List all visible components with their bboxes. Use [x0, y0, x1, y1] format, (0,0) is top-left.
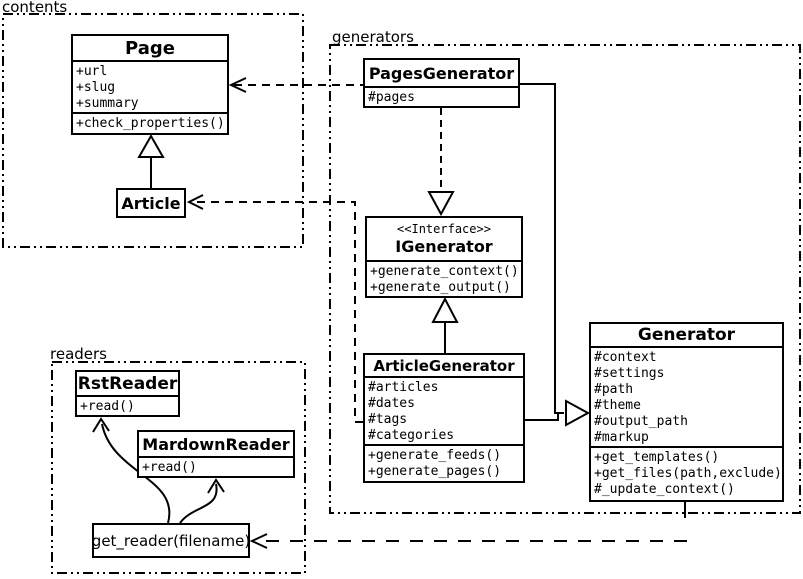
- class-method: +check_properties(): [76, 116, 225, 131]
- readers-package-border: [51, 361, 306, 574]
- class-method: +get_files(path,exclude): [594, 466, 782, 481]
- class-method: +generate_output(): [370, 280, 511, 295]
- class-attribute: +slug: [76, 80, 116, 95]
- class-pagesgenerator-attributes: #pages: [365, 86, 518, 106]
- class-igenerator-stereotype: <<Interface>>: [397, 222, 491, 236]
- class-rstreader-title: RstReader: [77, 373, 178, 394]
- class-method: #_update_context(): [594, 482, 735, 497]
- class-generator-methods: +get_templates() +get_files(path,exclude…: [591, 446, 782, 500]
- articlegenerator-article-dependency-arrowhead: [186, 194, 204, 210]
- class-method: +generate_pages(): [368, 464, 502, 479]
- class-article-title: Article: [121, 193, 181, 213]
- class-pagesgenerator: PagesGenerator #pages: [363, 58, 520, 108]
- class-rstreader: RstReader +read(): [75, 370, 180, 417]
- class-generator-attributes: #context #settings #path #theme #output_…: [591, 346, 782, 446]
- getreader-rstreader-arrowhead: [92, 417, 110, 433]
- pagesgenerator-page-dependency-arrowhead: [228, 77, 247, 93]
- class-mardownreader-title: MardownReader: [142, 434, 290, 454]
- class-method: +read(): [80, 399, 135, 414]
- class-attribute: +url: [76, 64, 108, 79]
- class-articlegenerator-methods: +generate_feeds() +generate_pages(): [365, 444, 523, 481]
- article-page-inheritance-triangle: [137, 133, 165, 158]
- class-method: +read(): [142, 460, 197, 475]
- class-attribute: #context: [594, 350, 657, 365]
- articlegenerator-igenerator-inheritance-triangle: [431, 296, 459, 323]
- class-igenerator-title: <<Interface>> IGenerator: [367, 218, 521, 260]
- class-method: +get_templates(): [594, 450, 720, 465]
- class-article: Article: [116, 188, 186, 218]
- class-attribute: #articles: [368, 380, 439, 395]
- articlegenerator-generator-inheritance-line: [525, 413, 559, 421]
- class-method: +generate_context(): [370, 264, 519, 279]
- class-attribute: #path: [594, 382, 634, 397]
- class-igenerator-name: IGenerator: [395, 237, 493, 256]
- generators-package-label: generators: [332, 28, 414, 46]
- class-pagesgenerator-title: PagesGenerator: [368, 63, 515, 83]
- class-attribute: #categories: [368, 428, 455, 443]
- class-attribute: #dates: [368, 396, 415, 411]
- class-attribute: #theme: [594, 398, 641, 413]
- getreader-mardownreader-arrowhead: [207, 478, 225, 494]
- class-rstreader-methods: +read(): [77, 395, 178, 415]
- get-reader-function-box: get_reader(filename): [92, 523, 250, 558]
- class-igenerator-methods: +generate_context() +generate_output(): [367, 260, 521, 296]
- class-articlegenerator-attributes: #articles #dates #tags #categories: [365, 376, 523, 444]
- class-articlegenerator: ArticleGenerator #articles #dates #tags …: [363, 353, 525, 483]
- class-attribute: #pages: [368, 90, 415, 105]
- class-attribute: #markup: [594, 430, 649, 445]
- class-attribute: #tags: [368, 412, 408, 427]
- class-page: Page +url +slug +summary +check_properti…: [71, 34, 229, 135]
- articlegenerator-article-dependency-line: [191, 201, 363, 423]
- generators-package-border: [329, 44, 801, 514]
- class-igenerator: <<Interface>> IGenerator +generate_conte…: [365, 216, 523, 298]
- class-attribute: +summary: [76, 96, 139, 111]
- getreader-mardownreader-arrow-curve: [179, 483, 218, 524]
- class-page-attributes: +url +slug +summary: [73, 60, 227, 112]
- contents-package-label: contents: [2, 0, 68, 16]
- generator-getreader-dependency-arrowhead: [249, 533, 268, 549]
- class-method: +generate_feeds(): [368, 448, 502, 463]
- class-mardownreader: MardownReader +read(): [137, 430, 295, 478]
- class-attribute: #output_path: [594, 414, 688, 429]
- class-articlegenerator-title: ArticleGenerator: [373, 356, 515, 375]
- class-mardownreader-methods: +read(): [139, 456, 293, 476]
- class-attribute: #settings: [594, 366, 665, 381]
- contents-package-border: [2, 13, 304, 248]
- class-generator: Generator #context #settings #path #them…: [589, 322, 784, 502]
- class-generator-title: Generator: [637, 325, 736, 345]
- pagesgenerator-igenerator-realization-triangle: [427, 191, 455, 217]
- pagesgenerator-generator-inheritance-line: [520, 83, 564, 414]
- class-page-methods: +check_properties(): [73, 112, 227, 133]
- generator-inheritance-triangle: [565, 399, 591, 427]
- class-page-title: Page: [125, 37, 175, 59]
- readers-package-label: readers: [50, 345, 107, 363]
- get-reader-label: get_reader(filename): [91, 531, 251, 550]
